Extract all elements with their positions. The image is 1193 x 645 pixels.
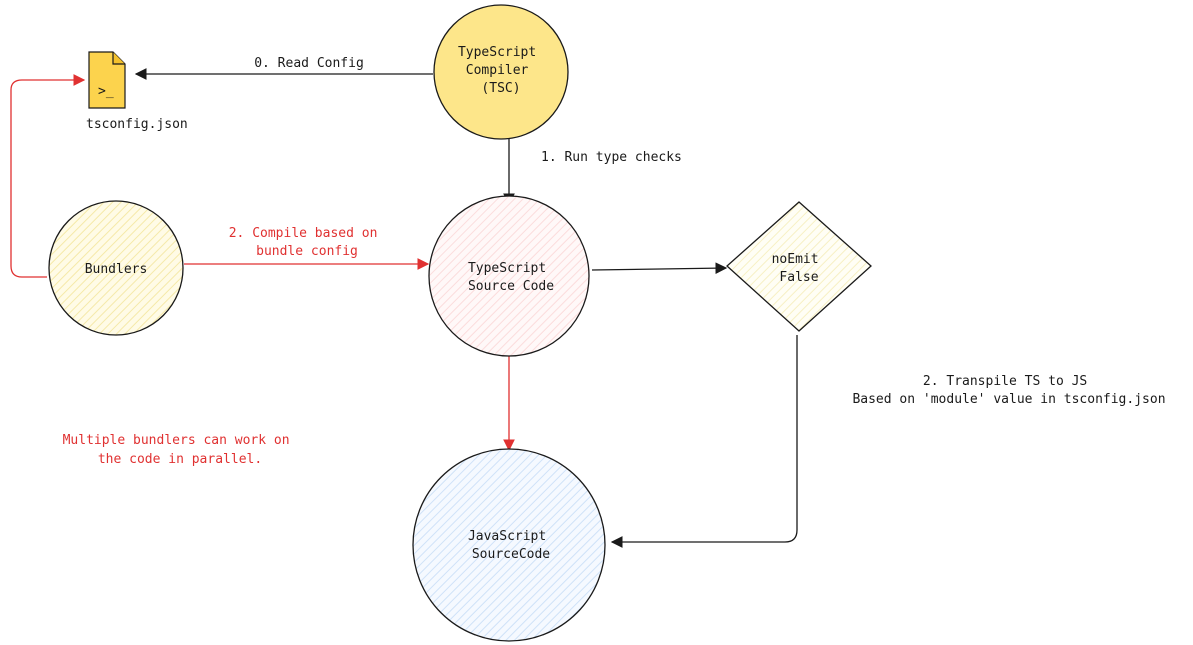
edge-label-read-config: 0. Read Config xyxy=(254,56,364,71)
tsconfig-node[interactable]: >_ tsconfig.json xyxy=(86,51,188,132)
terminal-file-icon: >_ xyxy=(88,51,126,109)
edge-transpile xyxy=(610,335,798,548)
js-source-node[interactable]: JavaScript SourceCode xyxy=(412,448,606,642)
ts-source-node[interactable]: TypeScript Source Code xyxy=(428,195,590,357)
edge-label-compile-bundle: 2. Compile based on bundle config xyxy=(229,226,386,259)
tsconfig-label: tsconfig.json xyxy=(86,117,188,132)
edge-label-type-checks: 1. Run type checks xyxy=(541,150,682,165)
edge-bundlers-to-tsconfig xyxy=(10,74,86,278)
svg-text:>_: >_ xyxy=(98,84,114,99)
noemit-label: noEmit False xyxy=(772,252,827,285)
ts-source-label: TypeScript Source Code xyxy=(468,261,554,294)
edge-ts-to-noemit xyxy=(591,262,728,275)
bundlers-label: Bundlers xyxy=(85,262,148,277)
parallel-note: Multiple bundlers can work on the code i… xyxy=(63,433,298,467)
compiler-node[interactable]: TypeScript Compiler (TSC) xyxy=(433,4,569,140)
edge-label-transpile: 2. Transpile TS to JS Based on 'module' … xyxy=(852,374,1165,407)
js-source-label: JavaScript SourceCode xyxy=(468,529,554,562)
bundlers-node[interactable]: Bundlers xyxy=(48,200,184,336)
noemit-node[interactable]: noEmit False xyxy=(726,201,872,332)
compiler-label: TypeScript Compiler (TSC) xyxy=(458,45,544,96)
